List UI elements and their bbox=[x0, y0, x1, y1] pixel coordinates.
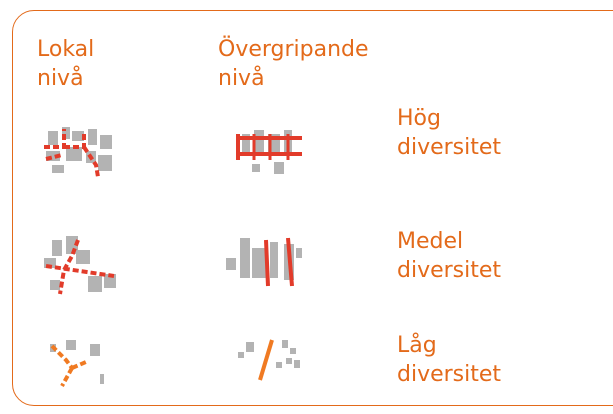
map-lokal-hog bbox=[42, 125, 118, 181]
map-overgripande-medel bbox=[224, 234, 304, 292]
row-label-medel: Medel diversitet bbox=[397, 229, 502, 283]
column-header-overgripande: Övergripande nivå bbox=[218, 37, 369, 91]
map-lokal-lag bbox=[46, 338, 110, 390]
map-overgripande-lag bbox=[236, 336, 304, 390]
column-header-lokal: Lokal nivå bbox=[37, 37, 95, 91]
map-lokal-medel bbox=[42, 236, 118, 296]
map-overgripande-hog bbox=[234, 124, 308, 182]
diagram-border bbox=[12, 10, 613, 406]
row-label-lag: Låg diversitet bbox=[397, 333, 502, 387]
row-label-hog: Hög diversitet bbox=[397, 106, 502, 160]
